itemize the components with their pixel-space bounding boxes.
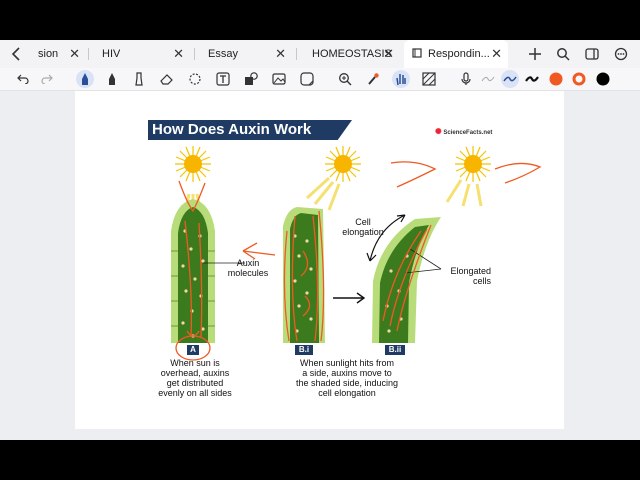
sidebar-icon[interactable]	[583, 45, 601, 63]
pen-stroke-thick-icon[interactable]	[523, 70, 541, 88]
badge-bi: B.i	[295, 345, 313, 355]
microphone-icon[interactable]	[457, 70, 475, 88]
back-icon[interactable]	[8, 45, 26, 63]
shoot-a	[171, 199, 215, 343]
tab-essay[interactable]: Essay ✕	[196, 40, 292, 68]
pointer-line	[404, 268, 442, 274]
search-icon[interactable]	[554, 45, 572, 63]
hand-tool-icon[interactable]	[392, 70, 410, 88]
tab-responding[interactable]: Respondin... ✕	[404, 40, 508, 68]
badge-bii: B.ii	[385, 345, 405, 355]
pencil-icon[interactable]	[103, 70, 121, 88]
tab-divider	[296, 48, 297, 60]
laser-pointer-icon[interactable]	[364, 70, 382, 88]
caption-b: When sunlight hits from a side, auxins m…	[295, 358, 399, 398]
badge-a: A	[187, 345, 199, 355]
cell-elongation-label: Cell elongation	[342, 217, 384, 237]
shoot-bii	[372, 217, 441, 343]
color-orange-swatch[interactable]	[547, 70, 565, 88]
caption-a: When sun is overhead, auxins get distrib…	[158, 358, 232, 398]
highlighter-icon[interactable]	[130, 70, 148, 88]
more-icon[interactable]	[612, 45, 630, 63]
sciencefacts-logo: ✺ ScienceFacts.net	[435, 127, 492, 136]
sun-icon	[305, 146, 361, 211]
undo-icon[interactable]	[14, 70, 32, 88]
tab-label: Respondin...	[428, 48, 490, 60]
note-canvas[interactable]: How Does Auxin Work ✺ ScienceFacts.net	[0, 91, 640, 440]
tab-hiv[interactable]: HIV ✕	[90, 40, 190, 68]
tab-label: Essay	[208, 48, 238, 60]
close-icon[interactable]: ✕	[69, 46, 80, 61]
close-icon[interactable]: ✕	[491, 46, 502, 61]
elongated-cells-label: Elongated cells	[450, 266, 491, 286]
eraser-icon[interactable]	[158, 70, 176, 88]
image-icon[interactable]	[270, 70, 288, 88]
tab-label: HIV	[102, 48, 121, 60]
tab-homeostasis[interactable]: HOMEOSTASIS ✕	[300, 40, 400, 68]
close-icon[interactable]: ✕	[275, 46, 286, 61]
drawing-toolbar	[0, 68, 640, 91]
close-icon[interactable]: ✕	[383, 46, 394, 61]
color-black-swatch[interactable]	[594, 70, 612, 88]
lasso-icon[interactable]	[186, 70, 204, 88]
auxin-molecules-label: Auxin molecules	[227, 258, 269, 278]
ink-annotations	[175, 161, 542, 361]
logo-icon: ✺	[435, 127, 442, 136]
page-title: How Does Auxin Work	[148, 120, 352, 140]
auxin-diagram	[171, 146, 542, 361]
zoom-icon[interactable]	[336, 70, 354, 88]
tab-bar: sion ✕ HIV ✕ Essay ✕ HOMEOSTASIS ✕ Respo…	[0, 40, 640, 69]
shapes-icon[interactable]	[242, 70, 260, 88]
tab-divider	[88, 48, 89, 60]
curved-arrow-icon	[366, 214, 406, 262]
pen-stroke-medium-icon[interactable]	[501, 70, 519, 88]
add-tab-icon[interactable]	[526, 45, 544, 63]
pen-icon[interactable]	[76, 70, 94, 88]
tab-label: sion	[38, 48, 59, 60]
text-tool-icon[interactable]	[214, 70, 232, 88]
close-icon[interactable]: ✕	[173, 46, 184, 61]
pen-stroke-thin-icon[interactable]	[479, 70, 497, 88]
shoot-bi	[283, 207, 325, 343]
tab-divider	[194, 48, 195, 60]
tab-sion[interactable]: sion ✕	[28, 40, 86, 68]
notebook-icon	[412, 47, 422, 61]
sun-icon	[445, 146, 491, 207]
color-orange-ring-swatch[interactable]	[570, 70, 588, 88]
pattern-icon[interactable]	[420, 70, 438, 88]
tab-label: HOMEOSTASIS	[312, 48, 392, 60]
sticker-icon[interactable]	[298, 70, 316, 88]
redo-icon[interactable]	[38, 70, 56, 88]
note-page[interactable]: How Does Auxin Work ✺ ScienceFacts.net	[75, 91, 564, 429]
logo-text: ScienceFacts.net	[443, 130, 493, 136]
arrow-icon	[333, 292, 366, 304]
